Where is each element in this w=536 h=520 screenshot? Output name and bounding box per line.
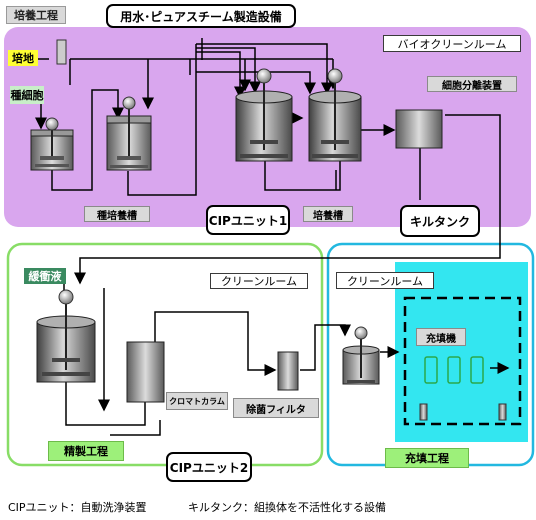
sterile-filter-label: 除菌フィルタ: [233, 398, 319, 418]
cip-unit-1-box: CIPユニット1: [206, 205, 290, 235]
buffer-label: 緩衝液: [24, 268, 66, 284]
bio-clean-room-label: バイオクリーンルーム: [383, 35, 521, 52]
sterile-filter-unit: [277, 351, 299, 391]
cip-legend-note: CIPユニット：自動洗浄装置: [8, 501, 147, 514]
seed-tank-label: 種培養槽: [84, 206, 150, 222]
kill-tank-box: キルタンク: [400, 205, 480, 237]
filling-area: [395, 262, 528, 442]
chromatography-column: [126, 341, 165, 403]
seed-tank-2: [106, 96, 152, 171]
chromatography-column-label: クロマトカラム: [166, 392, 228, 410]
kill-tank-legend-note: キルタンク：組換体を不活性化する設備: [188, 501, 386, 514]
filling-legs: [419, 403, 507, 421]
purification-stage-label: 精製工程: [48, 441, 124, 461]
cell-separator-unit: [395, 109, 443, 149]
filling-vials: [424, 356, 484, 384]
filling-stage-label: 充填工程: [385, 448, 469, 468]
culture-stage-label: 培養工程: [6, 6, 66, 24]
seed-tank-1: [30, 117, 74, 171]
clean-room-2-label: クリーンルーム: [336, 272, 434, 289]
culture-tank-2: [308, 68, 362, 162]
culture-tank-1: [235, 68, 293, 162]
clean-room-1-label: クリーンルーム: [210, 273, 308, 289]
culture-tank-label: 培養槽: [303, 206, 353, 222]
medium-label: 培地: [8, 50, 38, 66]
purification-tank: [36, 289, 96, 383]
filling-machine-label: 充填機: [416, 328, 466, 346]
cip-unit-2-box: CIPユニット2: [166, 452, 252, 482]
medium-pipe: [56, 39, 67, 65]
filling-tank: [342, 326, 380, 385]
flow-lines: [35, 38, 510, 436]
seed-cells-label: 種細胞: [10, 86, 44, 104]
filling-enclosure: [403, 296, 522, 426]
cell-separator-label: 細胞分離装置: [427, 76, 517, 92]
water-steam-box: 用水･ピュアスチーム製造設備: [106, 4, 296, 28]
